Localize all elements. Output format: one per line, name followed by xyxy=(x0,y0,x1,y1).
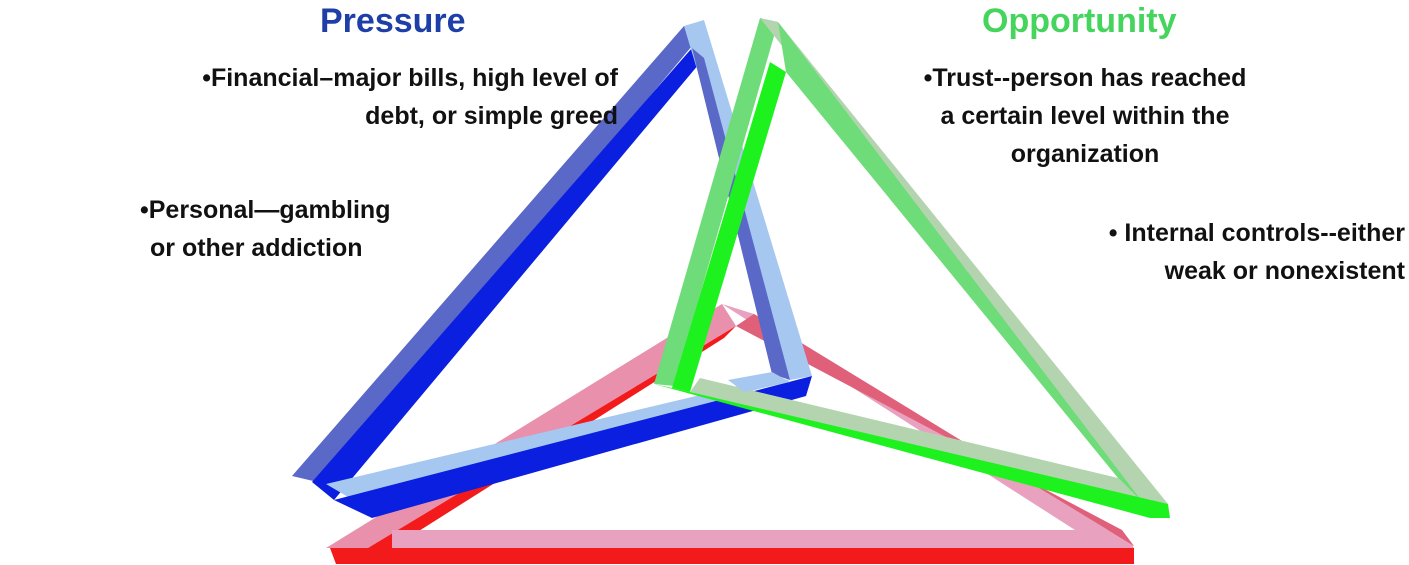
internal-controls-note: • Internal controls--either weak or none… xyxy=(980,214,1405,290)
note-line: •Financial–major bills, high level of xyxy=(202,64,618,92)
blue-triangle-left-face-mid xyxy=(292,26,702,484)
blue-over-green-segment xyxy=(728,372,790,392)
note-line: • Internal controls--either xyxy=(1108,219,1405,247)
note-line: a certain level within the xyxy=(940,102,1230,130)
green-triangle-bottom-face-dark xyxy=(654,384,1170,518)
pressure-heading: Pressure xyxy=(320,2,466,40)
note-line: or other addiction xyxy=(150,234,363,262)
opportunity-heading: Opportunity xyxy=(982,2,1177,40)
green-triangle-left-face-mid xyxy=(654,18,778,386)
red-triangle-bottom-face-light xyxy=(392,530,1134,548)
green-triangle xyxy=(654,18,1170,518)
blue-triangle-bottom-face-dark xyxy=(334,376,812,518)
red-over-blue-segment xyxy=(536,388,604,430)
trust-opportunity-note: •Trust--person has reached a certain lev… xyxy=(850,59,1320,173)
financial-pressure-note: •Financial–major bills, high level of de… xyxy=(18,59,618,135)
red-triangle-bottom-face-dark xyxy=(330,548,1134,564)
green-triangle-left-face-dark xyxy=(672,62,786,392)
note-line: •Personal—gambling xyxy=(140,196,391,224)
note-line: debt, or simple greed xyxy=(365,102,618,130)
note-line: •Trust--person has reached xyxy=(923,64,1247,92)
blue-triangle-left-face-dark xyxy=(312,48,704,500)
note-line: weak or nonexistent xyxy=(1164,257,1405,285)
red-triangle-right-face-mid xyxy=(736,314,1134,546)
personal-pressure-note: •Personal—gambling or other addiction xyxy=(140,191,500,267)
note-line: organization xyxy=(1010,140,1160,168)
green-triangle-right-face-mid xyxy=(778,22,1144,504)
